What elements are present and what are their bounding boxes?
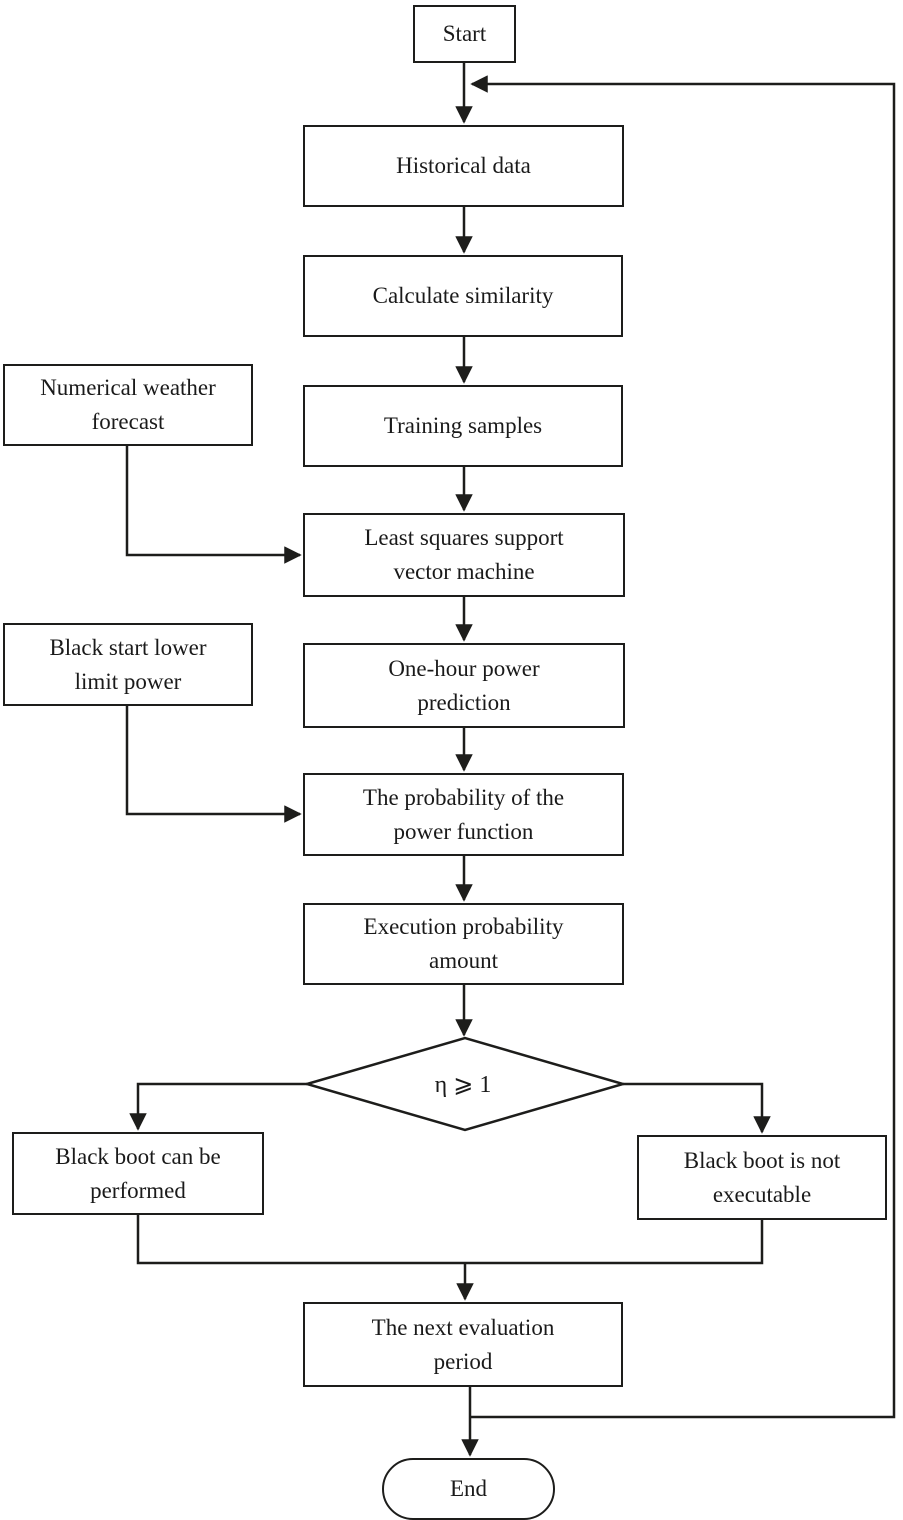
edge-decision-to-black-boot-can-be-performed <box>129 1082 307 1131</box>
node-historical-data: Historical data <box>303 125 624 207</box>
node-training-samples-label: Training samples <box>383 413 543 438</box>
node-numerical-weather-forecast-label-line2: forecast <box>91 409 165 434</box>
node-black-boot-can-be-performed-label-line2: performed <box>90 1177 186 1203</box>
node-least-squares-svm-label-line1: Least squares support <box>364 525 564 550</box>
node-execution-probability-amount: Execution probability amount <box>303 903 624 985</box>
node-black-boot-can-be-performed: Black boot can be performed <box>12 1132 264 1215</box>
node-calculate-similarity: Calculate similarity <box>303 255 623 337</box>
node-decision-label: η ⩾ 1 <box>434 1071 492 1098</box>
node-least-squares-svm-label-line2: vector machine <box>393 559 535 584</box>
node-next-evaluation-period-label-line2: period <box>433 1348 493 1374</box>
node-training-samples: Training samples <box>303 385 623 467</box>
node-black-start-lower-limit-power: Black start lower limit power <box>3 623 253 706</box>
node-probability-of-power-function-label-line2: power function <box>393 818 534 844</box>
edge-branches-merge-line <box>136 1215 764 1265</box>
node-next-evaluation-period-label-line1: The next evaluation <box>371 1314 555 1340</box>
node-black-start-lower-limit-power-label-line1: Black start lower <box>49 634 207 660</box>
edge-decision-to-black-boot-not-executable <box>623 1082 771 1134</box>
node-numerical-weather-forecast: Numerical weather forecast <box>3 364 253 446</box>
node-black-boot-not-executable: Black boot is not executable <box>637 1135 887 1220</box>
node-end-label: End <box>449 1476 488 1501</box>
edge-black-start-lower-limit-to-probability <box>125 706 302 823</box>
node-historical-data-label: Historical data <box>396 153 531 178</box>
node-execution-probability-amount-label-line2: amount <box>429 948 498 973</box>
node-next-evaluation-period: The next evaluation period <box>303 1302 623 1387</box>
node-black-boot-not-executable-label-line1: Black boot is not <box>683 1147 841 1173</box>
node-start: Start <box>413 5 516 63</box>
node-black-start-lower-limit-power-label-line2: limit power <box>74 668 182 694</box>
node-decision: η ⩾ 1 <box>337 1062 589 1106</box>
edge-numerical-weather-forecast-to-least-squares-svm <box>125 446 302 564</box>
node-start-label: Start <box>442 21 487 46</box>
node-black-boot-can-be-performed-label-line1: Black boot can be <box>55 1143 221 1169</box>
node-probability-of-power-function: The probability of the power function <box>303 773 624 856</box>
node-one-hour-power-prediction-label-line2: prediction <box>417 689 511 715</box>
node-end: End <box>382 1458 555 1520</box>
node-one-hour-power-prediction: One-hour power prediction <box>303 643 625 728</box>
node-probability-of-power-function-label-line1: The probability of the <box>362 784 565 810</box>
node-one-hour-power-prediction-label-line1: One-hour power <box>388 655 540 681</box>
node-numerical-weather-forecast-label-line1: Numerical weather <box>40 375 216 400</box>
node-calculate-similarity-label: Calculate similarity <box>372 283 554 308</box>
edge-loop-next-evaluation-to-historical-data <box>470 75 896 1419</box>
node-black-boot-not-executable-label-line2: executable <box>712 1181 812 1207</box>
node-execution-probability-amount-label-line1: Execution probability <box>363 914 564 939</box>
node-least-squares-svm: Least squares support vector machine <box>303 513 625 597</box>
